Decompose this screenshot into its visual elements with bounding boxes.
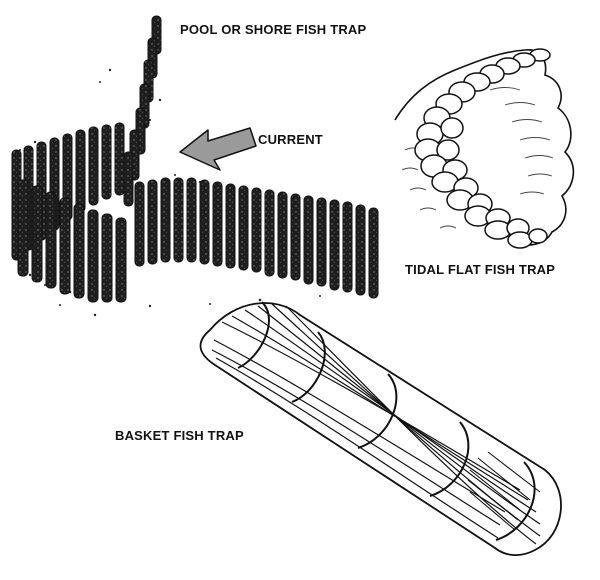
pool-shore-fish-trap-label: POOL OR SHORE FISH TRAP (180, 22, 367, 37)
enclosure-front-row (17, 179, 127, 303)
stone-wall (414, 48, 551, 249)
enclosure-right-wing (134, 177, 379, 299)
current-arrow (179, 127, 257, 171)
basket-fish-trap-drawing (199, 301, 562, 556)
tidal-water-outline (394, 49, 575, 246)
pool-shore-fish-trap-drawing (11, 15, 379, 317)
basket-fish-trap-label: BASKET FISH TRAP (115, 428, 244, 443)
current-label: CURRENT (258, 132, 323, 147)
tidal-flat-fish-trap-drawing (394, 48, 575, 249)
lead-fence-stakes (123, 15, 162, 207)
basket-hoops (237, 301, 536, 541)
tidal-flat-fish-trap-label: TIDAL FLAT FISH TRAP (405, 262, 556, 277)
basket-outline (199, 302, 562, 556)
basket-funnel (467, 451, 541, 531)
basket-slats (211, 303, 541, 545)
